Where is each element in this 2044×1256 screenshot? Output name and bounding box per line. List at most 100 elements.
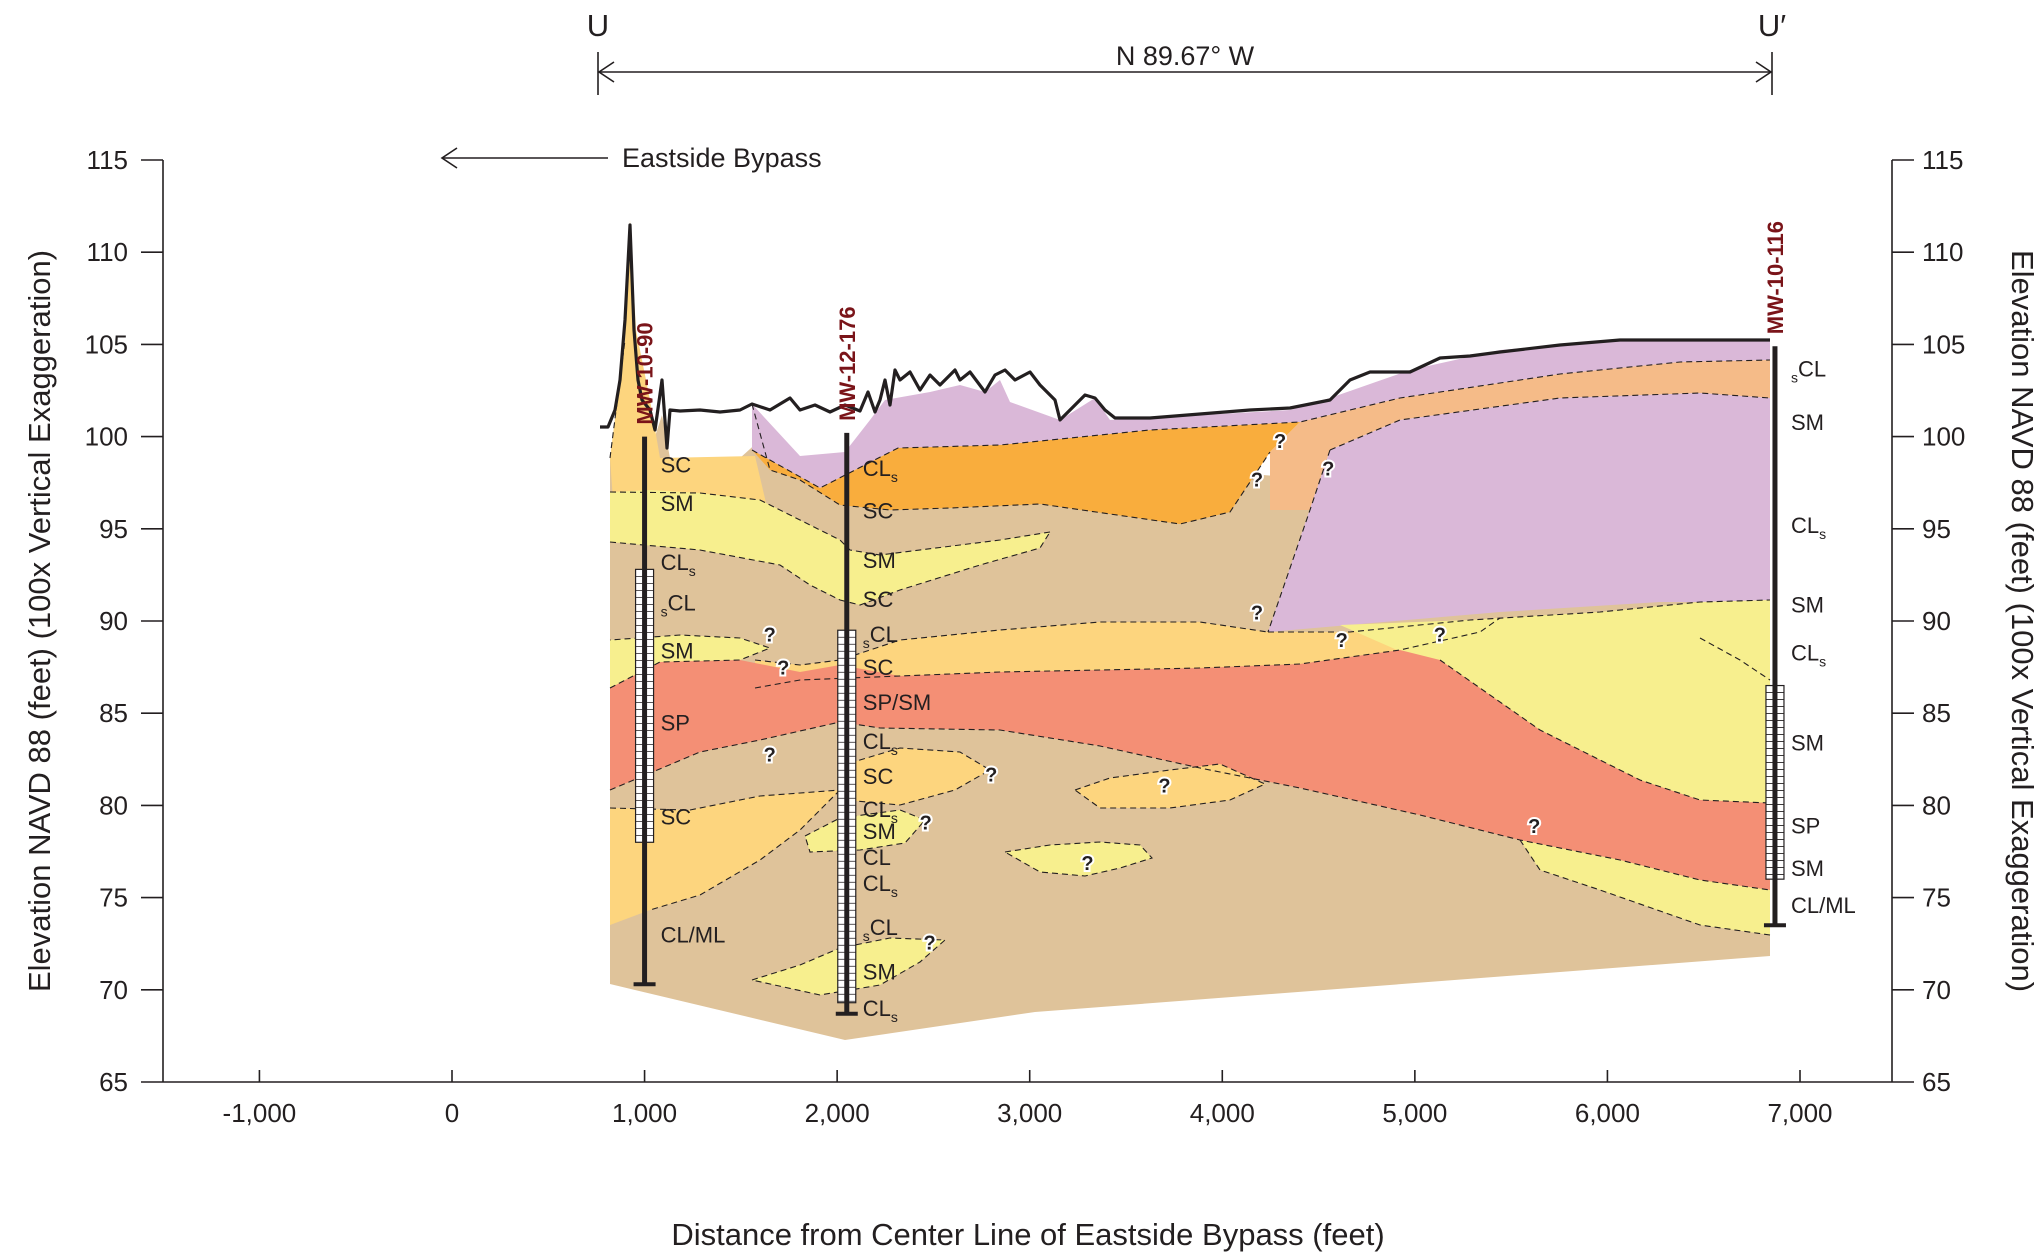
contact-line bbox=[1519, 839, 1771, 936]
soil-unit-label: SC bbox=[863, 587, 894, 612]
contact-line bbox=[1268, 599, 1771, 633]
question-mark: ? bbox=[1081, 853, 1093, 875]
soil-unit-label: sCL bbox=[863, 622, 898, 651]
soil-unit-label: sCL bbox=[661, 591, 696, 620]
soil-unit-label: CLs bbox=[1791, 513, 1826, 542]
lens-outline bbox=[749, 937, 947, 996]
question-mark: ? bbox=[764, 744, 776, 766]
unit-sm-right-yellow bbox=[1340, 600, 1770, 803]
soil-unit-label: SM bbox=[1791, 856, 1824, 881]
contact-line bbox=[609, 721, 1771, 891]
y-tick-label-right: 90 bbox=[1922, 606, 1951, 636]
question-mark: ? bbox=[1528, 816, 1540, 838]
x-tick-label: 7,000 bbox=[1767, 1098, 1832, 1128]
contact-line bbox=[754, 621, 1269, 666]
left-arrowhead-icon bbox=[597, 61, 615, 83]
soil-unit-label: SP/SM bbox=[863, 690, 931, 715]
x-tick-label: 0 bbox=[445, 1098, 459, 1128]
question-mark: ? bbox=[1251, 602, 1263, 624]
soil-unit-label: CLs bbox=[661, 550, 696, 579]
x-axis-title: Distance from Center Line of Eastside By… bbox=[671, 1217, 1384, 1252]
contact-line bbox=[1329, 392, 1771, 451]
y-tick-label-left: 110 bbox=[87, 237, 128, 267]
y-tick-label-right: 105 bbox=[1922, 329, 1965, 359]
contact-line bbox=[609, 634, 772, 689]
soil-unit-label: SM bbox=[661, 639, 694, 664]
y-tick-label-left: 70 bbox=[99, 975, 128, 1005]
x-tick-label: -1,000 bbox=[223, 1098, 297, 1128]
unit-sc-lens-center bbox=[1075, 764, 1265, 808]
soil-unit-label: CL/ML bbox=[1791, 893, 1856, 918]
y-tick-label-left: 115 bbox=[87, 145, 128, 175]
unit-sm-peach bbox=[1270, 360, 1770, 510]
y-tick-label-right: 110 bbox=[1922, 237, 1963, 267]
soil-unit-label: SC bbox=[661, 452, 692, 477]
question-mark: ? bbox=[1158, 776, 1170, 798]
question-mark: ? bbox=[1251, 470, 1263, 492]
soil-unit-label: sCL bbox=[1791, 356, 1826, 385]
soil-unit-label: CLs bbox=[863, 996, 898, 1025]
contact-line bbox=[1267, 449, 1331, 633]
unit-sm-lens-center bbox=[1005, 842, 1152, 876]
y-axis-right-title: Elevation NAVD 88 (feet) (100x Vertical … bbox=[2005, 250, 2040, 992]
question-mark: ? bbox=[1434, 624, 1446, 646]
question-mark: ? bbox=[1528, 816, 1540, 838]
monitoring-wells: MW-10-90SCSMCLssCLSMSPSCCL/MLMW-12-176CL… bbox=[633, 221, 1856, 1025]
soil-unit-label: SM bbox=[661, 491, 694, 516]
question-mark: ? bbox=[764, 624, 776, 646]
question-mark: ? bbox=[764, 744, 776, 766]
question-mark: ? bbox=[1322, 458, 1334, 480]
soil-unit-label: sCL bbox=[863, 915, 898, 944]
unit-sc-mid bbox=[755, 618, 1500, 688]
soil-unit-label: SC bbox=[863, 498, 894, 523]
unit-contacts bbox=[609, 339, 1771, 996]
question-mark: ? bbox=[1251, 470, 1263, 492]
well-name: MW-12-176 bbox=[835, 306, 860, 420]
y-axis-left-title: Elevation NAVD 88 (feet) (100x Vertical … bbox=[22, 250, 57, 992]
unit-sm-lower-right bbox=[1520, 840, 1770, 935]
contact-line bbox=[1699, 637, 1771, 681]
x-tick-label: 3,000 bbox=[997, 1098, 1062, 1128]
unit-cls-surface bbox=[752, 340, 1770, 488]
y-tick-label-left: 80 bbox=[99, 790, 128, 820]
soil-unit-label: SM bbox=[1791, 410, 1824, 435]
question-mark: ? bbox=[777, 658, 789, 680]
soil-unit-label: SM bbox=[1791, 592, 1824, 617]
right-arrowhead-icon bbox=[1755, 61, 1773, 83]
unit-sc-orange bbox=[752, 422, 1300, 524]
question-mark: ? bbox=[777, 658, 789, 680]
soil-unit-label: CLs bbox=[1791, 640, 1826, 669]
unit-sc-upper-left bbox=[610, 220, 770, 528]
section-bearing: N 89.67° W bbox=[1116, 41, 1255, 71]
question-mark: ? bbox=[1081, 853, 1093, 875]
contact-line bbox=[751, 359, 1771, 489]
soil-unit-label: SC bbox=[863, 655, 894, 680]
x-tick-label: 5,000 bbox=[1382, 1098, 1447, 1128]
y-tick-label-right: 115 bbox=[1922, 145, 1963, 175]
soil-unit-label: SC bbox=[661, 804, 692, 829]
well-mw-12-176: MW-12-176CLsSCSMSCsCLSCSP/SMCLsSCCLsSMCL… bbox=[835, 306, 931, 1025]
question-mark: ? bbox=[1336, 630, 1348, 652]
question-mark: ? bbox=[920, 813, 932, 835]
bypass-direction-label: Eastside Bypass bbox=[622, 143, 822, 173]
question-mark: ? bbox=[985, 765, 997, 787]
section-end-label: U′ bbox=[1758, 8, 1786, 43]
y-tick-label-right: 65 bbox=[1922, 1067, 1951, 1097]
question-mark: ? bbox=[920, 813, 932, 835]
question-mark: ? bbox=[1434, 624, 1446, 646]
unit-sc-lower-left bbox=[610, 790, 840, 925]
y-tick-label-right: 70 bbox=[1922, 975, 1951, 1005]
y-tick-label-left: 95 bbox=[99, 514, 128, 544]
question-mark: ? bbox=[1274, 431, 1286, 453]
section-header: U U′ N 89.67° W Eastside Bypass bbox=[440, 8, 1786, 173]
y-tick-label-left: 75 bbox=[99, 883, 128, 913]
contact-line bbox=[609, 491, 1051, 556]
x-tick-label: 6,000 bbox=[1575, 1098, 1640, 1128]
y-tick-label-left: 65 bbox=[99, 1067, 128, 1097]
soil-unit-label: SM bbox=[863, 819, 896, 844]
y-tick-label-left: 85 bbox=[99, 698, 128, 728]
soil-unit-label: CLs bbox=[863, 456, 898, 485]
